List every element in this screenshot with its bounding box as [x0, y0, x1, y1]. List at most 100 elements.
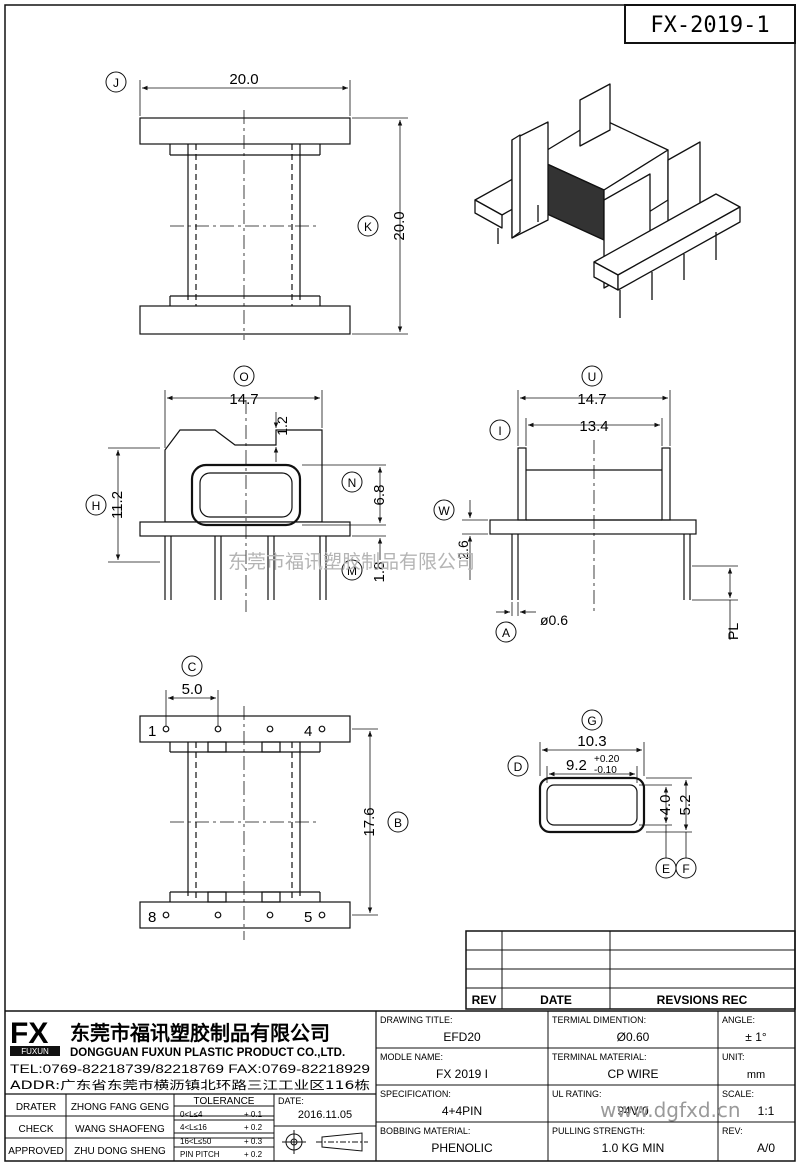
- dim-front-window: 6.8: [371, 485, 388, 506]
- front-view: [108, 390, 386, 612]
- specification-value: 4+4PIN: [442, 1104, 482, 1118]
- ul-rating-label: UL RATING:: [552, 1089, 602, 1099]
- svg-text:FX: FX: [10, 1017, 48, 1050]
- callout-o: O: [233, 365, 255, 387]
- angle-label: ANGLE:: [722, 1015, 755, 1025]
- revision-table: [465, 930, 796, 1010]
- scale-label: SCALE:: [722, 1089, 754, 1099]
- module-name-label: MODLE NAME:: [380, 1052, 443, 1062]
- tolerance-value: + 0.2: [244, 1150, 263, 1159]
- svg-text:M: M: [347, 564, 357, 578]
- rev-value: A/0: [757, 1141, 775, 1155]
- signoff-role-drater: DRATER: [16, 1102, 56, 1113]
- pulling-strength-value: 1.0 KG MIN: [602, 1141, 665, 1155]
- date-label: DATE:: [278, 1096, 304, 1106]
- callout-j: J: [105, 71, 127, 93]
- dim-bottom-pitch: 5.0: [182, 681, 203, 698]
- svg-text:H: H: [92, 499, 101, 513]
- pin-label-8: 8: [148, 909, 156, 926]
- svg-text:B: B: [394, 816, 402, 830]
- bobbing-material-value: PHENOLIC: [431, 1141, 493, 1155]
- svg-text:G: G: [587, 714, 596, 728]
- svg-text:E: E: [662, 862, 670, 876]
- title-block: [5, 1010, 795, 1161]
- svg-text:D: D: [514, 760, 523, 774]
- callout-b: B: [387, 811, 409, 833]
- svg-text:J: J: [113, 76, 119, 90]
- tolerance-value: + 0.3: [244, 1137, 263, 1146]
- svg-text:F: F: [682, 862, 689, 876]
- signoff-role-check: CHECK: [18, 1124, 53, 1135]
- rev-header: REV: [472, 993, 497, 1007]
- dim-section-h-outer: 5.2: [677, 795, 694, 816]
- tolerance-range: PIN PITCH: [180, 1150, 220, 1159]
- module-name-value: FX 2019 I: [436, 1067, 488, 1081]
- dim-side-flange: 2.6: [455, 540, 471, 560]
- revisions-rec-header: REVSIONS REC: [657, 993, 748, 1007]
- pin-label-4: 4: [304, 723, 312, 740]
- signoff-name-check: WANG SHAOFENG: [75, 1124, 165, 1135]
- pin-label-5: 5: [304, 909, 312, 926]
- specification-label: SPECIFICATION:: [380, 1089, 451, 1099]
- tolerance-value: + 0.1: [244, 1110, 263, 1119]
- company-name-cn: 东莞市福讯塑胶制品有限公司: [70, 1021, 330, 1045]
- dim-top-height: 20.0: [391, 211, 408, 240]
- drawing-title-value: EFD20: [443, 1030, 481, 1044]
- watermark-url: www.dgfxd.cn: [600, 1098, 741, 1122]
- dim-section-tol-plus: +0.20: [594, 754, 620, 765]
- dim-side-pin-dia: ø0.6: [540, 612, 568, 628]
- dim-side-width: 14.7: [577, 391, 606, 408]
- callout-g: G: [581, 709, 603, 731]
- svg-text:O: O: [239, 370, 248, 384]
- svg-text:I: I: [498, 424, 501, 438]
- signoff-name-drater: ZHONG FANG GENG: [71, 1102, 170, 1113]
- tolerance-range: 4<L≤16: [180, 1123, 207, 1132]
- side-view: [462, 390, 738, 640]
- dim-top-width: 20.0: [229, 71, 258, 88]
- callout-h: H: [85, 494, 107, 516]
- tolerance-value: + 0.2: [244, 1123, 263, 1132]
- callout-n: N: [341, 471, 363, 493]
- terminal-dimention-label: TERMIAL DIMENTION:: [552, 1015, 646, 1025]
- ul-rating-value: 94V-0: [617, 1104, 649, 1118]
- drawing-title-label: DRAWING TITLE:: [380, 1015, 453, 1025]
- signoff-name-approved: ZHU DONG SHENG: [74, 1146, 166, 1157]
- unit-value: mm: [747, 1069, 765, 1081]
- svg-text:A: A: [502, 626, 510, 640]
- pulling-strength-label: PULLING STRENGTH:: [552, 1126, 645, 1136]
- svg-text:W: W: [438, 504, 450, 518]
- svg-text:U: U: [588, 370, 597, 384]
- bottom-view: [139, 690, 378, 940]
- callout-k: K: [357, 215, 379, 237]
- dim-front-slot: 1.2: [274, 416, 290, 436]
- svg-text:FUXUN: FUXUN: [21, 1047, 49, 1056]
- callout-c: C: [181, 655, 203, 677]
- callout-f: F: [675, 857, 697, 879]
- date-header: DATE: [540, 993, 572, 1007]
- part-number-box: FX-2019-1: [624, 4, 796, 44]
- date-value: 2016.11.05: [298, 1109, 352, 1121]
- sheet-border: [4, 4, 796, 1162]
- company-addr: ADDR:广东省东莞市横沥镇北环路三江工业区116栋: [10, 1078, 371, 1092]
- pin-label-1: 1: [148, 723, 156, 740]
- tolerance-title: TOLERANCE: [194, 1096, 255, 1107]
- callout-u: U: [581, 365, 603, 387]
- signoff-role-approved: APPROVED: [8, 1146, 64, 1157]
- watermark-text: 东莞市福讯塑胶制品有限公司: [228, 551, 476, 573]
- callout-m: M: [341, 559, 363, 581]
- dim-side-inner: 13.4: [579, 418, 608, 435]
- angle-value: ± 1°: [745, 1030, 767, 1044]
- terminal-material-label: TERMINAL MATERIAL:: [552, 1052, 647, 1062]
- top-view: [139, 80, 408, 340]
- svg-text:C: C: [188, 660, 197, 674]
- callout-d: D: [507, 755, 529, 777]
- section-view: [538, 742, 692, 858]
- svg-text:K: K: [364, 220, 372, 234]
- terminal-material-value: CP WIRE: [607, 1067, 658, 1081]
- callout-w: W: [433, 499, 455, 521]
- dim-section-tol-minus: -0.10: [594, 765, 617, 776]
- projection-symbol: [282, 1130, 368, 1154]
- callout-a: A: [495, 621, 517, 643]
- dim-side-pl: PL: [725, 623, 741, 640]
